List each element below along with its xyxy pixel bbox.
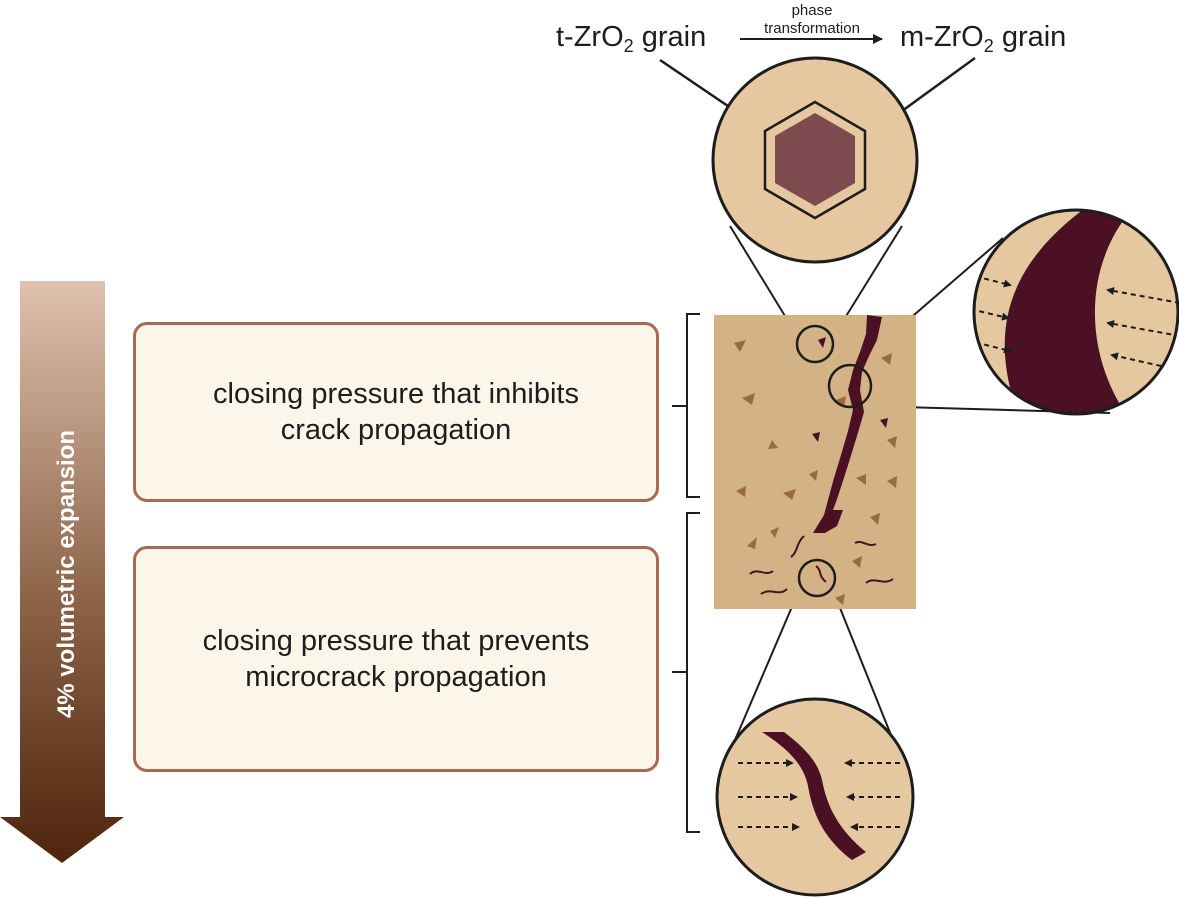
brackets bbox=[672, 313, 700, 833]
volumetric-expansion-label: 4% volumetric expansion bbox=[53, 430, 80, 718]
ceramic-matrix bbox=[714, 315, 916, 609]
grain-zoom-circle bbox=[711, 56, 919, 264]
transformation-label: transformation bbox=[764, 20, 860, 37]
crack-zoom-marker bbox=[827, 363, 873, 409]
microcrack-closing-pressure-box: closing pressure that prevents microcrac… bbox=[133, 546, 659, 772]
main-crack bbox=[813, 315, 882, 533]
mzro2-particles bbox=[812, 337, 888, 442]
microcrack-zoom-circle bbox=[715, 697, 915, 897]
microcrack-zoom-marker bbox=[797, 558, 837, 598]
crack-closing-pressure-text: closing pressure that inhibits crack pro… bbox=[213, 378, 579, 446]
microcracks bbox=[749, 535, 894, 595]
phase-label: phase bbox=[792, 2, 833, 19]
t-zro2-grain-label: t-ZrO2 grain bbox=[556, 21, 706, 56]
volumetric-expansion-arrow: 4% volumetric expansion bbox=[0, 281, 124, 863]
m-zro2-grain-label: m-ZrO2 grain bbox=[900, 21, 1066, 56]
microcrack-closing-pressure-text: closing pressure that prevents microcrac… bbox=[202, 625, 590, 693]
grain-zoom-marker bbox=[795, 324, 835, 364]
phase-transformation-labels: t-ZrO2 grain phase transformation m-ZrO2… bbox=[556, 2, 1066, 165]
crack-zoom-circle bbox=[972, 208, 1179, 416]
crack-closing-pressure-box: closing pressure that inhibits crack pro… bbox=[133, 322, 659, 502]
